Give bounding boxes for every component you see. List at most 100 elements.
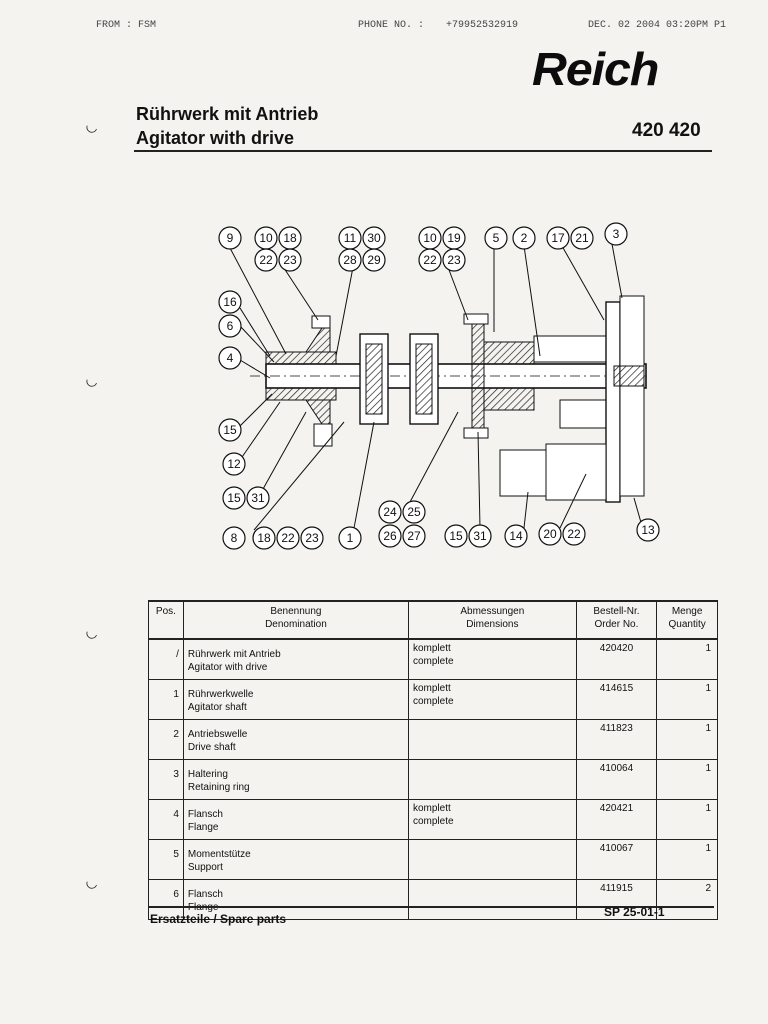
cell-dimensions-de: komplett bbox=[412, 803, 451, 814]
fax-phone-label: PHONE NO. : bbox=[358, 20, 425, 31]
title-rule bbox=[134, 150, 712, 152]
callout-label: 10 bbox=[259, 231, 273, 245]
col-header-denomination: Benennung Denomination bbox=[182, 600, 409, 640]
punch-mark: ◡ bbox=[83, 872, 101, 892]
callout-label: 25 bbox=[407, 505, 421, 519]
punch-mark: ◡ bbox=[83, 370, 101, 390]
callout-label: 9 bbox=[227, 231, 234, 245]
cell-denomination-de: Momentstütze bbox=[187, 849, 251, 860]
callout-label: 14 bbox=[509, 529, 523, 543]
callout-label: 30 bbox=[367, 231, 381, 245]
col-header-denomination-de: Benennung bbox=[270, 606, 322, 617]
cell-quantity: 1 bbox=[656, 759, 718, 800]
callout-label: 15 bbox=[449, 529, 463, 543]
callout-label: 13 bbox=[641, 523, 655, 537]
cell-order-no: 411823 bbox=[575, 719, 658, 760]
callout-label: 22 bbox=[423, 253, 437, 267]
cell-dimensions bbox=[407, 759, 577, 800]
callout-label: 17 bbox=[551, 231, 565, 245]
cell-order-no: 410064 bbox=[575, 759, 658, 800]
col-header-denomination-en: Denomination bbox=[265, 619, 327, 630]
cell-denomination-de: Rührwerkwelle bbox=[187, 689, 254, 700]
callout-label: 15 bbox=[223, 423, 237, 437]
assembly-drawing: 9 10 18 22 23 11 30 28 29 10 19 22 23 5 … bbox=[210, 216, 670, 561]
cell-order-no: 410067 bbox=[575, 839, 658, 880]
col-header-dimensions-de: Abmessungen bbox=[460, 606, 525, 617]
cell-quantity: 2 bbox=[656, 879, 718, 920]
callout-label: 20 bbox=[543, 527, 557, 541]
fax-header: FROM : FSM PHONE NO. : +79952532919 DEC.… bbox=[96, 20, 746, 34]
cell-quantity: 1 bbox=[656, 638, 718, 680]
col-header-order-en: Order No. bbox=[594, 619, 639, 630]
callout-label: 5 bbox=[493, 231, 500, 245]
callout-label: 21 bbox=[575, 231, 589, 245]
cell-denomination-de: Flansch bbox=[187, 889, 223, 900]
cell-order-no: 414615 bbox=[575, 679, 658, 720]
callout-label: 10 bbox=[423, 231, 437, 245]
cell-pos: 5 bbox=[148, 839, 184, 880]
cell-quantity: 1 bbox=[656, 799, 718, 840]
cell-denomination-en: Drive shaft bbox=[187, 742, 236, 753]
fax-datetime: DEC. 02 2004 03:20PM P1 bbox=[588, 20, 727, 31]
cell-dimensions bbox=[407, 879, 577, 920]
cell-order-no: 420420 bbox=[575, 638, 658, 680]
col-header-order-de: Bestell-Nr. bbox=[593, 606, 640, 617]
callout-label: 6 bbox=[227, 319, 234, 333]
col-header-quantity-en: Quantity bbox=[668, 619, 706, 630]
cell-denomination-de: Rührwerk mit Antrieb bbox=[187, 649, 281, 660]
callout-label: 31 bbox=[473, 529, 487, 543]
cell-order-no: 411915 bbox=[575, 879, 658, 920]
col-header-quantity-de: Menge bbox=[671, 606, 703, 617]
callout-label: 23 bbox=[305, 531, 319, 545]
callout-label: 18 bbox=[283, 231, 297, 245]
cell-pos: 1 bbox=[148, 679, 184, 720]
cell-pos: / bbox=[148, 638, 184, 680]
callout-label: 27 bbox=[407, 529, 421, 543]
callout-label: 31 bbox=[251, 491, 265, 505]
callout-label: 24 bbox=[383, 505, 397, 519]
table-header-row: Pos. Benennung Denomination Abmessungen … bbox=[148, 600, 718, 640]
callout-label: 15 bbox=[227, 491, 241, 505]
col-header-quantity: Menge Quantity bbox=[656, 600, 718, 640]
cell-denomination-de: Antriebswelle bbox=[187, 729, 248, 740]
cell-denomination-en: Flange bbox=[187, 822, 219, 833]
footer-rule bbox=[148, 906, 714, 908]
cell-dimensions-de: komplett bbox=[412, 683, 451, 694]
fax-phone-number: +79952532919 bbox=[446, 20, 519, 31]
callout-label: 11 bbox=[344, 231, 357, 245]
punch-mark: ◡ bbox=[83, 116, 101, 136]
punch-mark: ◡ bbox=[83, 622, 101, 642]
footer-spare-parts: Ersatzteile / Spare parts bbox=[150, 912, 287, 926]
cell-quantity: 1 bbox=[656, 719, 718, 760]
cell-denomination-en: Support bbox=[187, 862, 223, 873]
cell-denomination-en: Agitator shaft bbox=[187, 702, 247, 713]
callout-label: 1 bbox=[347, 531, 354, 545]
callout-label: 28 bbox=[343, 253, 357, 267]
callout-label: 16 bbox=[223, 295, 237, 309]
callout-label: 12 bbox=[227, 457, 241, 471]
callout-label: 2 bbox=[521, 231, 528, 245]
cell-dimensions-en: complete bbox=[412, 656, 454, 667]
cell-denomination-en: Retaining ring bbox=[187, 782, 250, 793]
brand-logo: Reich bbox=[532, 43, 659, 95]
parts-table: Pos. Benennung Denomination Abmessungen … bbox=[148, 600, 718, 920]
callout-label: 26 bbox=[383, 529, 397, 543]
cell-dimensions bbox=[407, 719, 577, 760]
cell-pos: 2 bbox=[148, 719, 184, 760]
cell-pos: 3 bbox=[148, 759, 184, 800]
title-english: Agitator with drive bbox=[136, 128, 295, 148]
